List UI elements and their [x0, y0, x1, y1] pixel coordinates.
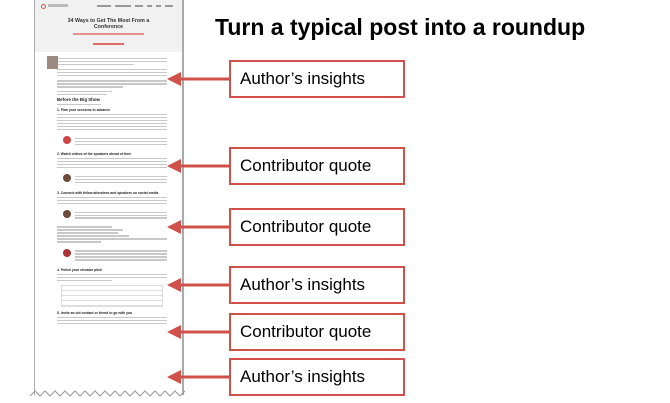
post-heading: 1. Plan your sessions in advance — [57, 108, 111, 113]
post-heading: 2. Watch videos of the speakers ahead of… — [57, 152, 132, 157]
post-body: Before the Big Show 1. Plan your session… — [47, 56, 167, 326]
nav-item — [147, 5, 152, 7]
post-heading: 3. Connect with fellow attendees and spe… — [57, 190, 159, 195]
nav-item — [165, 5, 173, 7]
nav-item — [115, 5, 131, 7]
avatar — [63, 248, 71, 257]
arrow-left-icon — [167, 220, 230, 234]
nav-item — [97, 5, 111, 7]
logo-text — [48, 4, 68, 7]
arrow-left-icon — [167, 370, 230, 384]
callout-box: Contributor quote — [229, 147, 405, 185]
callout-label: Author’s insights — [240, 275, 366, 294]
author-photo — [47, 56, 58, 69]
nav-item — [135, 5, 143, 7]
callout-label: Author’s insights — [240, 367, 366, 386]
arrow-left-icon — [167, 159, 230, 173]
callout-box: Author’s insights — [229, 266, 405, 304]
arrow-left-icon — [167, 278, 230, 292]
callout-box: Contributor quote — [229, 313, 405, 351]
callout-box: Author’s insights — [229, 60, 405, 98]
post-title: 34 Ways to Get The Most From a Conferenc… — [67, 18, 150, 30]
arrow-left-icon — [167, 72, 230, 86]
torn-edge — [30, 390, 186, 397]
slide-title: Turn a typical post into a roundup — [215, 14, 586, 40]
arrow-left-icon — [167, 325, 230, 339]
section-heading: Before the Big Show — [57, 97, 100, 103]
post-heading: 5. Invite an old contact or friend to go… — [57, 311, 133, 316]
callout-label: Contributor quote — [240, 217, 372, 236]
callout-label: Contributor quote — [240, 156, 372, 175]
callout-label: Contributor quote — [240, 322, 372, 341]
contributor-quote — [63, 174, 167, 185]
nav-item — [156, 5, 161, 7]
contributor-quote — [63, 135, 167, 147]
post-meta — [73, 33, 144, 35]
post-header: 34 Ways to Get The Most From a Conferenc… — [35, 0, 182, 52]
pitch-table — [61, 285, 163, 308]
callout-box: Contributor quote — [229, 208, 405, 246]
post-heading: 4. Polish your elevator pitch — [57, 268, 103, 273]
contributor-quote — [63, 209, 167, 221]
blog-post-screenshot: 34 Ways to Get The Most From a Conferenc… — [34, 0, 184, 395]
avatar — [63, 174, 71, 183]
callout-box: Author’s insights — [229, 358, 405, 396]
contributor-quote — [63, 248, 167, 263]
avatar — [63, 135, 71, 144]
callout-label: Author’s insights — [240, 69, 366, 88]
share-icons — [93, 43, 124, 45]
logo-icon — [41, 4, 46, 9]
avatar — [63, 209, 71, 218]
